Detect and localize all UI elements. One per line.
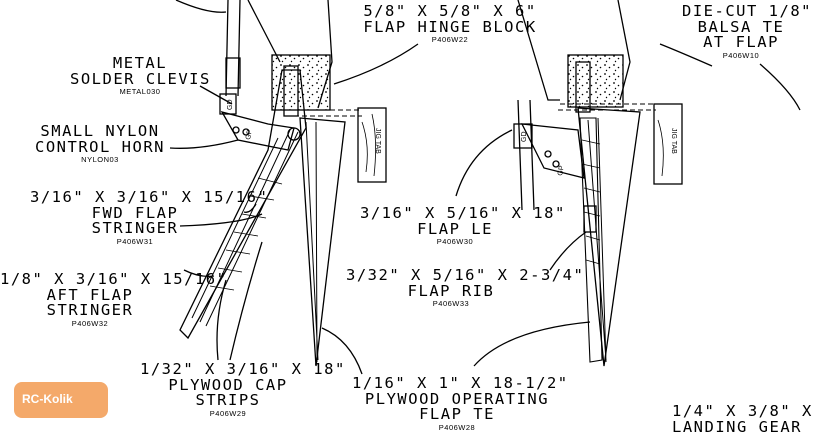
flap-rib-dims: 3/32" X 5/16" X 2-3/4"	[346, 266, 585, 284]
metal-clevis-line1: METAL	[112, 54, 168, 72]
leader-metal-clevis	[175, 0, 227, 13]
right-flap-te	[577, 107, 641, 367]
left-horn-hole	[232, 126, 240, 134]
label-plywood-cap-strips: 1/32" X 3/16" X 18" PLYWOOD CAP STRIPS P…	[140, 360, 346, 418]
leader-die-cut-curve	[759, 63, 801, 111]
label-metal-clevis: METAL SOLDER CLEVIS METAL030	[70, 54, 211, 96]
leader-nylon-horn	[169, 139, 239, 149]
right-horn-hole	[544, 150, 552, 158]
left-horn-hole-2	[242, 128, 250, 136]
landing-gear-name: LANDING GEAR	[672, 417, 802, 436]
aft-flap-stringer-name2: STRINGER	[46, 301, 134, 319]
left-hinge-pin	[283, 65, 299, 117]
fwd-flap-stringer-dims: 3/16" X 3/16" X 15/16"	[30, 188, 269, 206]
right-flap-body	[579, 117, 603, 363]
label-die-cut-balsa: DIE-CUT 1/8" BALSA TE AT FLAP P406W10	[682, 2, 812, 60]
flap-rib-code: P406W33	[432, 299, 470, 308]
plywood-cap-strips-dims: 1/32" X 3/16" X 18"	[140, 360, 346, 378]
right-hinge-block	[567, 54, 624, 108]
nylon-horn-code: NYLON03	[81, 155, 119, 164]
label-flap-rib: 3/32" X 5/16" X 2-3/4" FLAP RIB P406W33	[346, 266, 585, 308]
leader-flap-le	[455, 129, 513, 197]
plywood-flap-te-code: P406W28	[438, 422, 476, 432]
plywood-cap-strips-name: PLYWOOD CAP	[168, 375, 288, 394]
plywood-flap-te-dims: 1/16" X 1" X 18-1/2"	[352, 374, 569, 392]
flap-le-name: FLAP LE	[417, 219, 493, 238]
leader-flap-rib	[549, 231, 587, 271]
metal-clevis-code: METAL030	[119, 87, 161, 96]
leader-hinge-block	[333, 43, 419, 85]
die-cut-balsa-name: BALSA TE	[697, 17, 785, 36]
rc-kolik-logo-text: RC-Kolik	[22, 392, 73, 406]
right-jig-tab-grain	[657, 119, 664, 177]
left-flap-stringers	[191, 129, 299, 327]
right-control-horn	[520, 123, 585, 179]
flap-hinge-block-name: FLAP HINGE BLOCK	[363, 17, 537, 36]
right-flap-le-block	[583, 205, 597, 233]
flap-hinge-block-code: P406W22	[431, 35, 469, 44]
left-horn-mark-gp: GP	[245, 129, 254, 141]
right-flap-hatch	[581, 139, 601, 265]
label-flap-le: 3/16" X 5/16" X 18" FLAP LE P406W30	[360, 204, 566, 246]
fwd-flap-stringer-name2: STRINGER	[91, 219, 179, 237]
label-plywood-flap-te: 1/16" X 1" X 18-1/2" PLYWOOD OPERATING F…	[352, 374, 569, 432]
die-cut-balsa-dims: DIE-CUT 1/8"	[682, 2, 812, 20]
leader-fwd-stringer	[179, 203, 263, 227]
left-flap-te	[299, 117, 346, 367]
right-flap-te-inner	[587, 117, 607, 363]
plywood-flap-te-name: PLYWOOD OPERATING	[364, 389, 550, 408]
aft-flap-stringer-code: P406W32	[71, 318, 109, 328]
leader-metal-clevis-2	[199, 85, 233, 105]
left-flap-te-inner	[305, 121, 319, 363]
label-landing-gear: 1/4" X 3/8" X LANDING GEAR	[672, 402, 813, 436]
fwd-flap-stringer-name: FWD FLAP	[91, 203, 179, 222]
left-flap-hatch	[209, 177, 283, 291]
nylon-horn-line2: CONTROL HORN	[35, 137, 165, 156]
flap-rib-name: FLAP RIB	[407, 281, 495, 300]
plywood-cap-strips-name2: STRIPS	[195, 391, 261, 409]
flap-hinge-block-dims: 5/8" X 5/8" X 6"	[363, 2, 537, 20]
rc-kolik-logo: RC-Kolik	[14, 382, 108, 418]
leader-aft-stringer	[183, 269, 215, 278]
right-clevis-mark-gd: GD	[521, 132, 528, 143]
die-cut-balsa-code: P406W10	[722, 50, 760, 60]
right-horn-hole-2	[552, 160, 560, 168]
label-fwd-flap-stringer: 3/16" X 3/16" X 15/16" FWD FLAP STRINGER…	[30, 188, 269, 246]
left-flap-body	[179, 69, 307, 340]
left-hinge-dashed	[282, 109, 362, 117]
label-flap-hinge-block: 5/8" X 5/8" X 6" FLAP HINGE BLOCK P406W2…	[360, 2, 540, 44]
left-jig-tab-grain	[361, 113, 376, 177]
flap-le-code: P406W30	[436, 237, 474, 246]
plywood-cap-strips-code: P406W29	[209, 408, 247, 418]
left-metal-clevis	[225, 57, 241, 89]
plywood-flap-te-name2: FLAP TE	[419, 405, 495, 423]
die-cut-balsa-location: AT FLAP	[703, 33, 779, 51]
flap-le-dims: 3/16" X 5/16" X 18"	[360, 204, 566, 222]
flap-drawing: JIG TAB JIG TAB GP GD GP GD	[169, 0, 801, 375]
right-pushrod	[517, 99, 535, 211]
label-nylon-horn: SMALL NYLON CONTROL HORN NYLON03	[30, 122, 170, 164]
aft-flap-stringer-name: AFT FLAP	[46, 285, 134, 304]
metal-clevis-line2: SOLDER CLEVIS	[70, 69, 211, 88]
right-horn-mark-gp: GP	[557, 165, 566, 177]
nylon-horn-line1: SMALL NYLON	[40, 122, 160, 140]
right-jig-tab	[653, 103, 683, 185]
right-jig-tab-label: JIG TAB	[670, 128, 677, 154]
left-pushrod	[225, 0, 241, 97]
leader-cap-strips	[216, 241, 263, 361]
left-jig-tab	[357, 107, 387, 183]
fwd-flap-stringer-code: P406W31	[116, 236, 154, 246]
left-hinge-pivot	[287, 127, 301, 141]
aft-flap-stringer-dims: 1/8" X 3/16" X 15/16"	[0, 270, 228, 288]
landing-gear-dims: 1/4" X 3/8" X	[672, 402, 813, 420]
left-clevis-mark-gd: GD	[227, 100, 234, 111]
leader-flap-te	[321, 321, 591, 375]
right-hinge-pin	[575, 61, 591, 113]
leader-die-cut-balsa	[659, 43, 713, 67]
label-aft-flap-stringer: 1/8" X 3/16" X 15/16" AFT FLAP STRINGER …	[0, 270, 228, 328]
left-jig-tab-label: JIG TAB	[374, 128, 381, 154]
